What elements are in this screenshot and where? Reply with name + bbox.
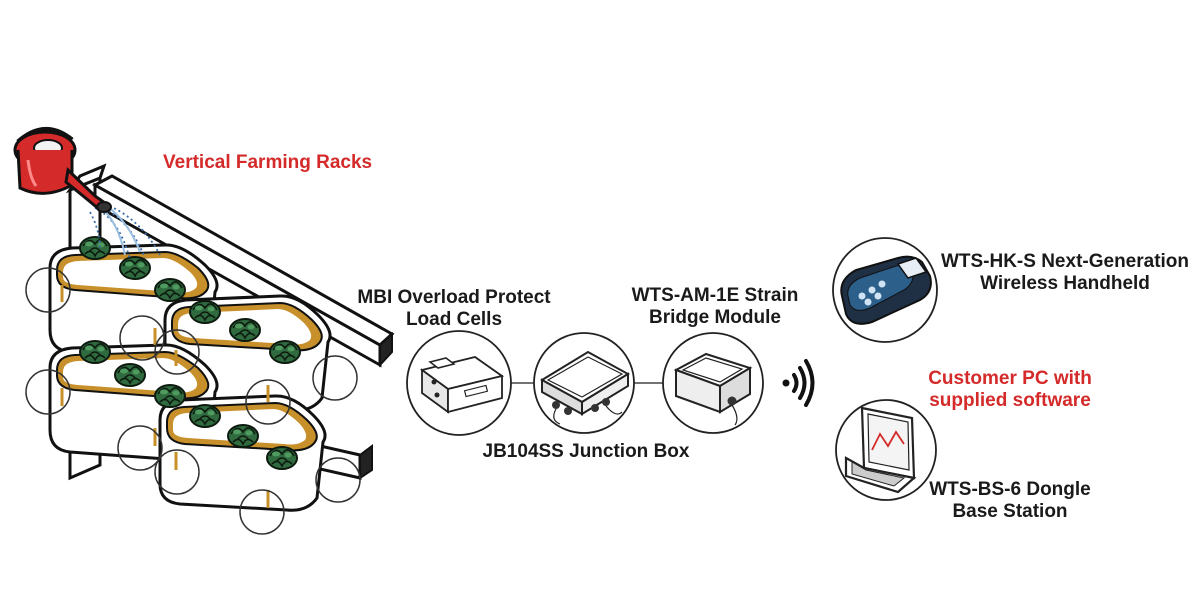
- load-cell-icon: [406, 330, 512, 436]
- strain-bridge-module-icon: [662, 332, 764, 434]
- junction-box-icon: [533, 332, 635, 434]
- mbi-label-line1: MBI Overload Protect: [357, 287, 551, 308]
- wts-am-module-label: WTS-AM-1E Strain Bridge Module: [612, 285, 818, 329]
- rack-icon: [25, 163, 395, 535]
- base-station-label-line2: Base Station: [952, 501, 1068, 522]
- handheld-label: WTS-HK-S Next-Generation Wireless Handhe…: [930, 251, 1200, 295]
- customer-pc-label-line1: Customer PC with: [928, 368, 1092, 389]
- vertical-farming-racks-label: Vertical Farming Racks: [163, 152, 373, 173]
- handheld-label-line2: Wireless Handheld: [980, 273, 1150, 294]
- junction-box-label: JB104SS Junction Box: [482, 441, 690, 462]
- watering-can-icon: [13, 127, 112, 213]
- mbi-load-cells-label: MBI Overload Protect Load Cells: [336, 287, 572, 331]
- wts-am-label-line1: WTS-AM-1E Strain: [631, 285, 799, 306]
- mbi-label-line2: Load Cells: [405, 309, 503, 330]
- handheld-label-line1: WTS-HK-S Next-Generation: [940, 251, 1190, 272]
- handheld-icon: [832, 237, 938, 343]
- customer-pc-label-line2: supplied software: [929, 390, 1091, 411]
- wts-am-label-line2: Bridge Module: [649, 307, 781, 328]
- base-station-label-line1: WTS-BS-6 Dongle: [929, 479, 1091, 500]
- base-station-label: WTS-BS-6 Dongle Base Station: [920, 479, 1100, 523]
- wireless-signal-icon: [782, 359, 815, 407]
- customer-pc-label: Customer PC with supplied software: [912, 368, 1108, 412]
- laptop-icon: [835, 399, 937, 501]
